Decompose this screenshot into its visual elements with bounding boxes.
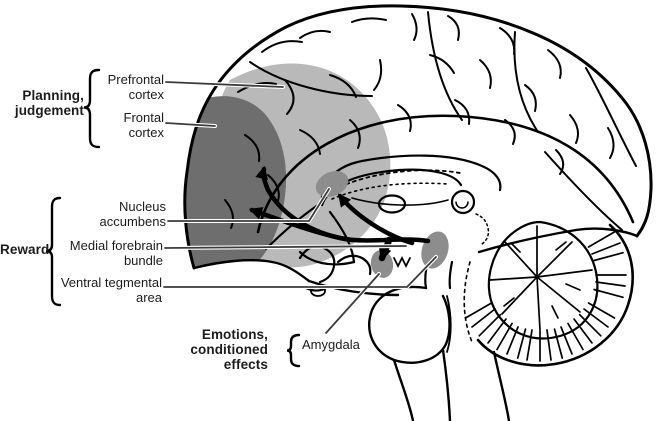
- medial-forebrain-bundle-leader-line: [164, 245, 407, 249]
- group-brackets: [45, 68, 301, 368]
- label-reward: Reward: [0, 242, 50, 257]
- pathway-arrow-to-amygdala: [378, 236, 393, 262]
- label-emotions-conditioned-effects: Emotions, conditioned effects: [190, 327, 268, 372]
- splenium-swirl: [450, 189, 476, 215]
- cerebrum-outline: [183, 4, 653, 297]
- frontal-cortex-leader-line: [165, 122, 216, 127]
- emotions-bracket: [286, 333, 301, 368]
- label-amygdala: Amygdala: [302, 337, 360, 352]
- ventral-tegmental-area-leader-line: [163, 256, 437, 288]
- amygdala-leader-line: [325, 273, 380, 334]
- frontal-cortex-region: [184, 96, 287, 281]
- leader-lines: [162, 80, 438, 335]
- label-ventral-tegmental-area: Ventral tegmental area: [60, 275, 162, 305]
- cerebellum: [463, 220, 634, 367]
- nucleus-accumbens-leader-line: [167, 188, 330, 222]
- label-frontal-cortex: Frontal cortex: [123, 110, 164, 140]
- nucleus-accumbens-region: [315, 170, 349, 198]
- label-prefrontal-cortex: Prefrontal cortex: [107, 72, 164, 102]
- prefrontal-cortex-leader-line: [165, 81, 284, 88]
- label-medial-forebrain-bundle: Medial forebrain bundle: [69, 238, 163, 268]
- ventral-tegmental-area-region: [421, 231, 449, 269]
- label-planning-judgement: Planning, judgement: [14, 88, 84, 118]
- reward-bracket: [45, 196, 62, 307]
- cerebellum-folia-stripes: [464, 231, 627, 362]
- pathway-arrow-to-prefrontal-cortex: [255, 165, 355, 243]
- pathway-arrow-to-nucleus-accumbens: [337, 193, 415, 246]
- gyri-sulci-lines: [224, 11, 637, 234]
- brainstem: [368, 285, 511, 421]
- planning-judgement-bracket: [83, 68, 101, 149]
- label-nucleus-accumbens: Nucleus accumbens: [99, 199, 166, 229]
